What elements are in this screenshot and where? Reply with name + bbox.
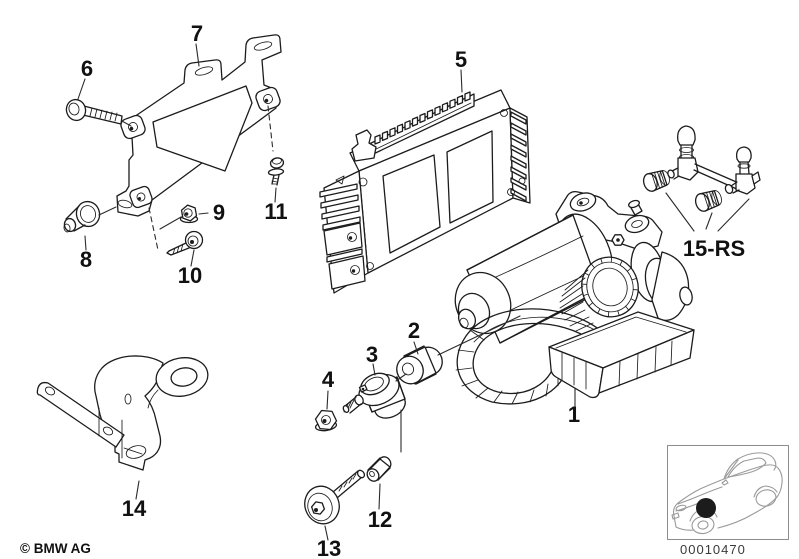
bracket-foot-slot <box>117 199 133 209</box>
spline-hatch <box>559 269 594 332</box>
grommet-drawing <box>63 200 101 233</box>
bushing-drawing <box>396 345 443 385</box>
nut-drawing <box>179 204 199 224</box>
collar-screw-drawing <box>304 469 366 525</box>
gear-ring <box>581 256 639 318</box>
part-labels: 7 6 5 8 9 10 11 1 2 3 4 12 13 14 15-RS <box>80 21 745 559</box>
leader-lines <box>77 43 750 541</box>
rubber-mount-drawing <box>342 372 406 419</box>
bracket-bolt-hole <box>120 114 146 140</box>
tapping-screw-drawing <box>166 230 204 256</box>
image-number: 00010470 <box>680 542 746 557</box>
part-label-1[interactable]: 1 <box>568 402 580 427</box>
triangle-mark <box>335 175 345 185</box>
flange-nut-drawing <box>314 409 338 432</box>
thumbnail-frame <box>667 445 789 540</box>
location-dot <box>696 498 716 518</box>
ecu-window <box>446 130 494 224</box>
repair-kit-drawing <box>642 125 761 212</box>
connector-strip <box>351 91 475 162</box>
part-label-13[interactable]: 13 <box>317 536 341 559</box>
part-label-12[interactable]: 12 <box>368 507 392 532</box>
car-sketch <box>671 452 783 535</box>
screw-drawing <box>65 98 123 125</box>
sleeve-drawing <box>366 456 392 482</box>
bracket-plate-drawing <box>116 34 282 217</box>
part-label-3[interactable]: 3 <box>366 342 378 367</box>
valve-block <box>548 311 695 399</box>
part-label-8[interactable]: 8 <box>80 247 92 272</box>
bracket-tab-slot <box>253 41 273 51</box>
small-bolt-drawing <box>267 157 285 186</box>
threaded-plug <box>694 190 722 212</box>
bracket-bolt-hole <box>255 86 281 112</box>
part-label-6[interactable]: 6 <box>81 56 93 81</box>
copyright-text: © BMW AG <box>20 541 91 556</box>
holder-bracket-drawing <box>36 355 209 471</box>
part-label-5[interactable]: 5 <box>455 47 467 72</box>
part-label-7[interactable]: 7 <box>191 21 203 46</box>
part-label-14[interactable]: 14 <box>122 496 147 521</box>
part-label-11[interactable]: 11 <box>264 199 287 224</box>
control-unit-drawing <box>319 89 531 294</box>
part-label-10[interactable]: 10 <box>178 263 202 288</box>
part-label-4[interactable]: 4 <box>322 367 335 392</box>
heatsink-fins-right <box>510 111 527 202</box>
hydro-unit-drawing <box>454 190 695 405</box>
part-label-9[interactable]: 9 <box>213 200 225 225</box>
part-label-15rs[interactable]: 15-RS <box>683 236 745 261</box>
part-label-2[interactable]: 2 <box>408 318 420 343</box>
ecu-window <box>382 154 441 254</box>
bracket-bolt-hole <box>129 185 153 209</box>
bracket-tab-slot <box>194 66 214 76</box>
heatsink-fins-left <box>319 183 366 290</box>
bracket-strap <box>36 381 125 448</box>
bracket-cutout <box>152 85 253 172</box>
car-location-thumbnail: 00010470 <box>667 445 789 557</box>
threaded-plug <box>642 170 670 192</box>
